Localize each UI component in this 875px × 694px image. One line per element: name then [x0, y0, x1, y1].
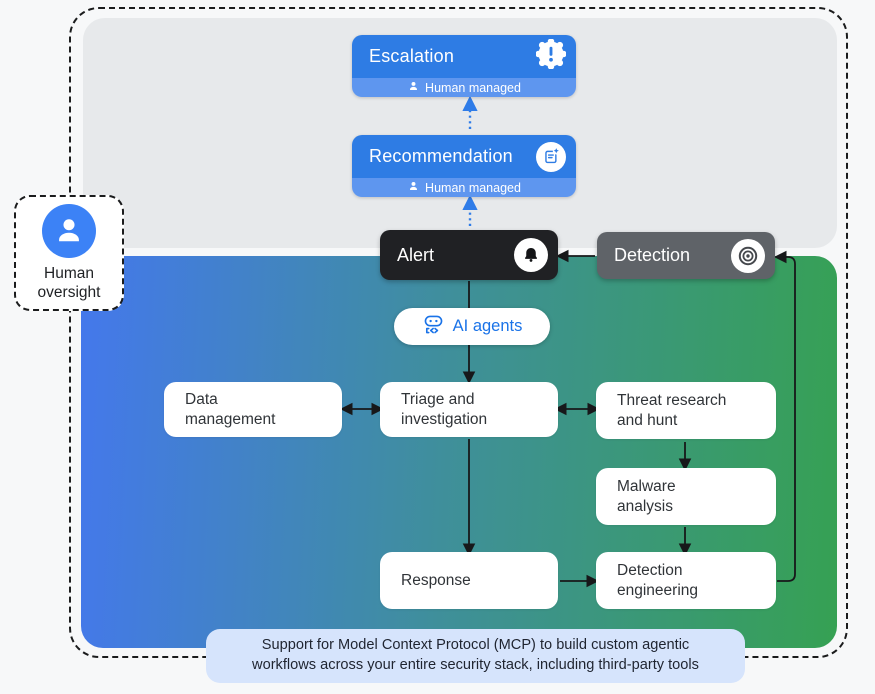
person-icon [42, 203, 96, 258]
recommendation-node: Recommendation Human managed [352, 135, 576, 197]
recommendation-title: Recommendation [352, 135, 576, 178]
note-sparkle-icon [536, 141, 566, 172]
person-icon [407, 80, 420, 96]
escalation-node: Escalation [352, 35, 576, 97]
ai-agents-badge: AI agents [394, 308, 550, 345]
node-threat-research-hunt: Threat research and hunt [596, 382, 776, 439]
person-icon [407, 180, 420, 196]
escalation-managed-strip: Human managed [352, 78, 576, 97]
detection-label: Detection [614, 245, 691, 265]
priority-badge-icon [535, 38, 567, 74]
node-response: Response [380, 552, 558, 609]
recommendation-managed-strip: Human managed [352, 178, 576, 197]
escalation-managed-label: Human managed [425, 80, 521, 95]
node-detection-engineering: Detection engineering [596, 552, 776, 609]
escalation-label: Escalation [369, 46, 455, 66]
mcp-support-banner: Support for Model Context Protocol (MCP)… [206, 629, 745, 683]
detection-node: Detection [597, 232, 775, 279]
recommendation-managed-label: Human managed [425, 180, 521, 195]
node-data-management: Data management [164, 382, 342, 437]
target-icon [731, 238, 765, 273]
robot-agent-icon [422, 313, 445, 341]
escalation-title: Escalation [352, 35, 576, 78]
human-oversight-label: Human oversight [37, 264, 101, 301]
node-malware-analysis: Malware analysis [596, 468, 776, 525]
bell-icon [514, 238, 548, 272]
ai-agents-label: AI agents [452, 317, 523, 335]
node-triage-investigation: Triage and investigation [380, 382, 558, 437]
alert-label: Alert [397, 244, 435, 265]
alert-node: Alert [380, 230, 558, 280]
human-oversight-card: Human oversight [14, 195, 124, 311]
recommendation-label: Recommendation [369, 146, 513, 166]
